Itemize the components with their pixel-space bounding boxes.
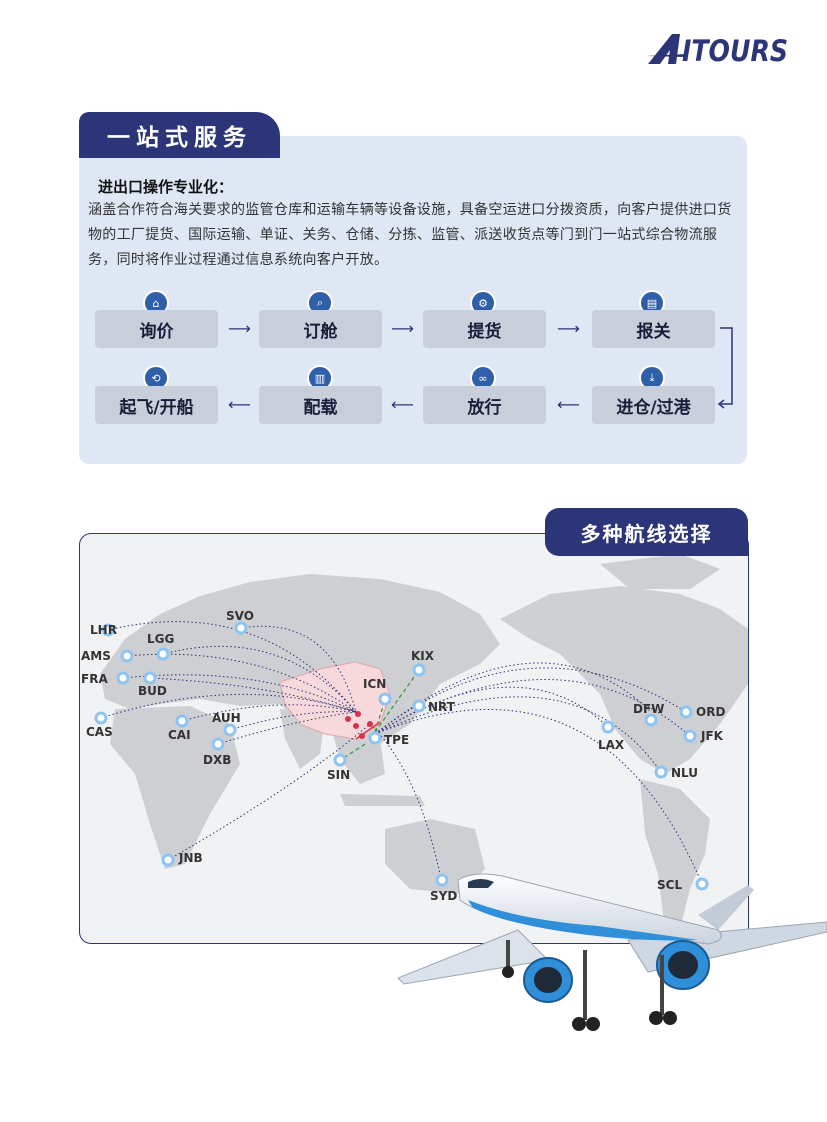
airport-label-kix: KIX bbox=[411, 649, 435, 663]
arrow-right-icon: ⟶ bbox=[391, 319, 414, 338]
airport-label-icn: ICN bbox=[363, 677, 387, 691]
airport-label-cas: CAS bbox=[86, 725, 113, 739]
airport-label-cai: CAI bbox=[168, 728, 191, 742]
arrow-left-icon: ⟵ bbox=[228, 395, 251, 414]
airport-label-sin: SIN bbox=[327, 768, 351, 782]
airport-label-lgg: LGG bbox=[147, 632, 175, 646]
airport-label-nrt: NRT bbox=[428, 700, 455, 714]
step-release: 放行 bbox=[423, 386, 546, 424]
step-warehouse: 进仓/过港 bbox=[592, 386, 715, 424]
airport-label-auh: AUH bbox=[212, 711, 241, 725]
step-departure: 起飞/开船 bbox=[95, 386, 218, 424]
airport-label-ams: AMS bbox=[81, 649, 111, 663]
service-description: 涵盖合作符合海关要求的监管仓库和运输车辆等设备设施，具备空运进口分拨资质，向客户… bbox=[88, 202, 732, 268]
airport-label-scl: SCL bbox=[657, 878, 683, 892]
brand-logo: ITOURS bbox=[646, 30, 791, 66]
airport-label-tpe: TPE bbox=[384, 733, 410, 747]
connector-arrow bbox=[717, 327, 733, 409]
airport-label-jnb: JNB bbox=[179, 851, 203, 865]
airplane-illustration bbox=[397, 860, 827, 1044]
arrow-right-icon: ⟶ bbox=[228, 319, 251, 338]
arrow-left-icon: ⟵ bbox=[557, 395, 580, 414]
airport-label-syd: SYD bbox=[430, 889, 458, 903]
step-booking: 订舱 bbox=[259, 310, 382, 348]
airport-label-ord: ORD bbox=[696, 705, 726, 719]
step-customs: 报关 bbox=[592, 310, 715, 348]
airport-label-svo: SVO bbox=[226, 609, 254, 623]
airport-label-dfw: DFW bbox=[633, 702, 665, 716]
airport-label-dxb: DXB bbox=[203, 753, 232, 767]
step-loading: 配载 bbox=[259, 386, 382, 424]
service-subheading: 进出口操作专业化： bbox=[98, 178, 234, 196]
airport-label-fra: FRA bbox=[81, 672, 108, 686]
arrow-left-icon: ⟵ bbox=[391, 395, 414, 414]
airport-label-nlu: NLU bbox=[671, 766, 699, 780]
step-pickup: 提货 bbox=[423, 310, 546, 348]
service-tab-title: 一站式服务 bbox=[79, 112, 280, 158]
airport-label-jfk: JFK bbox=[701, 729, 723, 743]
logo-wordmark: ITOURS bbox=[682, 34, 788, 66]
airport-label-bud: BUD bbox=[138, 684, 167, 698]
arrow-right-icon: ⟶ bbox=[557, 319, 580, 338]
world-map bbox=[94, 554, 748, 929]
routes-tab-title: 多种航线选择 bbox=[545, 508, 748, 556]
step-inquiry: 询价 bbox=[95, 310, 218, 348]
airport-label-lax: LAX bbox=[598, 738, 625, 752]
airport-label-lhr: LHR bbox=[90, 623, 117, 637]
route-map: LHR LGG SVO AMS FRA BUD CAS CAI AUH DXB … bbox=[79, 533, 749, 944]
